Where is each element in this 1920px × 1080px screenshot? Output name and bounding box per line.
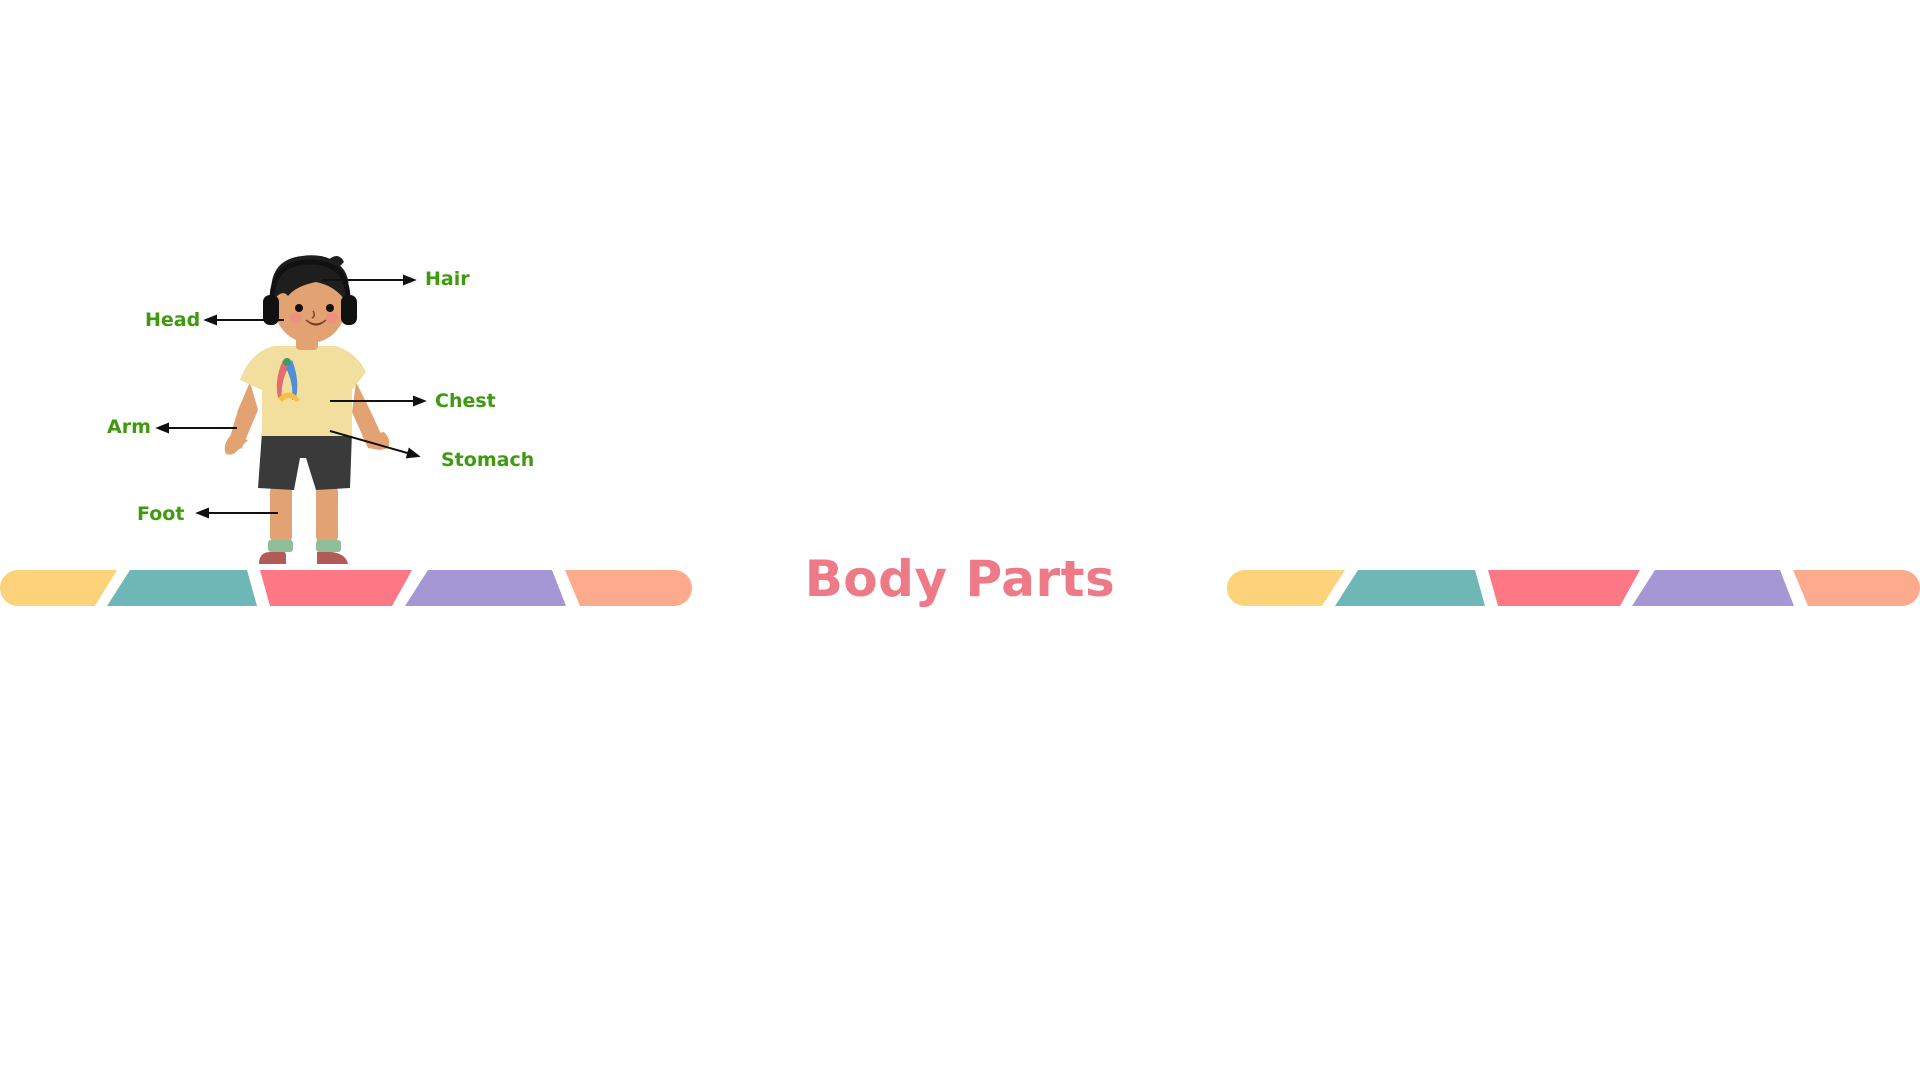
right-eye (326, 304, 334, 312)
hair-tuft (326, 256, 344, 268)
page-title: Body Parts (804, 550, 1116, 608)
right-cheek (326, 312, 338, 324)
head (274, 267, 346, 343)
right-sock (316, 540, 341, 552)
headphone-band (269, 259, 351, 301)
hair (271, 255, 349, 302)
right-hand (362, 432, 390, 450)
left-hand (224, 436, 248, 455)
right-leg (316, 484, 338, 544)
left-cheek (290, 312, 302, 324)
right-arm (352, 382, 386, 450)
left-sock (268, 540, 293, 552)
label-foot: Foot (137, 503, 185, 525)
shorts (258, 432, 352, 490)
label-stomach: Stomach (441, 449, 535, 471)
headphone-right (341, 295, 357, 325)
left-leg (270, 484, 292, 544)
label-chest: Chest (435, 390, 496, 412)
ribbon-icon (276, 358, 300, 402)
label-hair: Hair (425, 268, 470, 290)
nose (311, 310, 316, 319)
neck (296, 330, 318, 350)
label-arm: Arm (107, 416, 151, 438)
left-eye (295, 304, 303, 312)
shirt (240, 346, 366, 436)
stomach-arrow (329, 430, 421, 459)
headphone-left (263, 295, 279, 325)
label-head: Head (145, 309, 201, 331)
left-arm (227, 382, 258, 452)
mouth (305, 319, 327, 326)
